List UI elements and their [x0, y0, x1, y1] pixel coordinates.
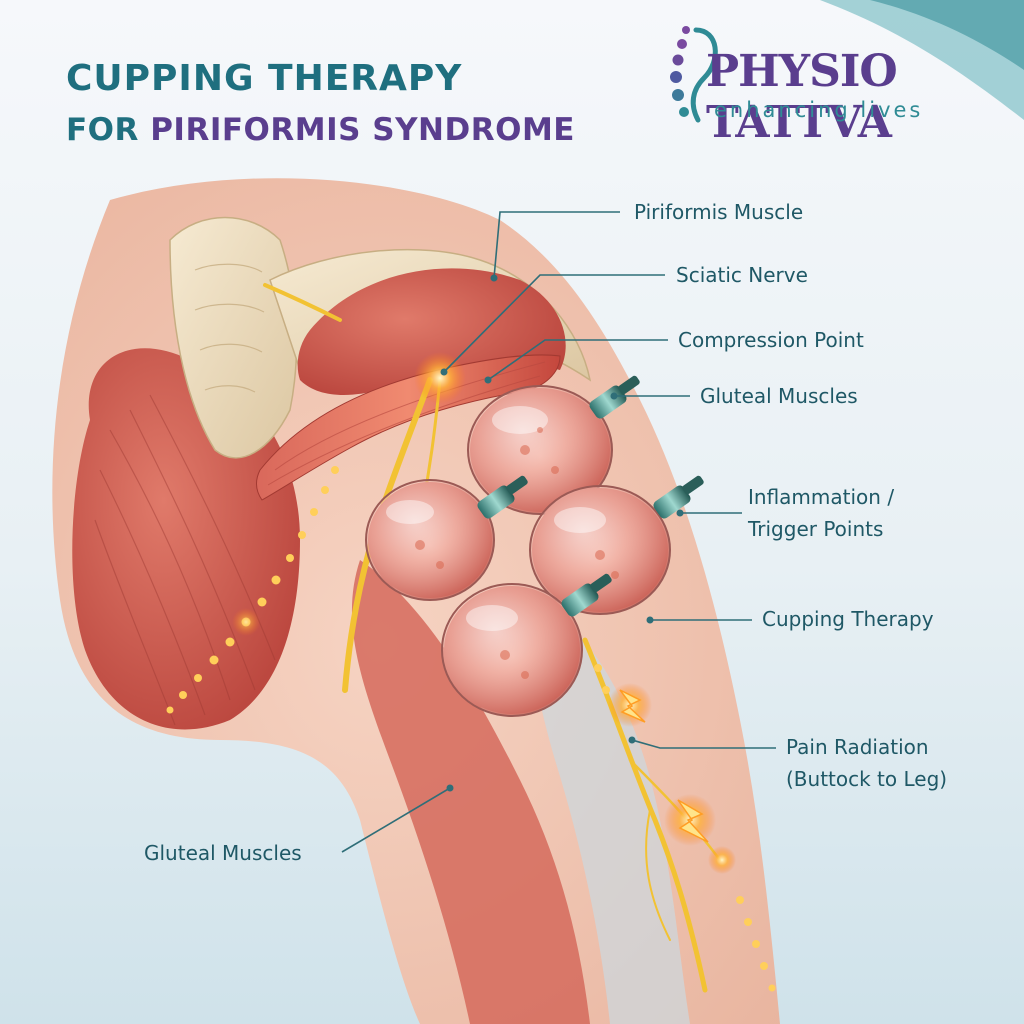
label-gluteal-muscles-right: Gluteal Muscles [700, 384, 858, 408]
label-piriformis-muscle: Piriformis Muscle [634, 200, 804, 224]
label-gluteal-muscles-left: Gluteal Muscles [144, 841, 302, 865]
label-compression-point: Compression Point [678, 328, 864, 352]
pelvis-bone [169, 216, 298, 459]
label-cupping-therapy: Cupping Therapy [762, 607, 934, 631]
label-inflammation-line2: Trigger Points [748, 517, 884, 541]
label-sciatic-nerve: Sciatic Nerve [676, 263, 808, 287]
label-pain-radiation-line1: Pain Radiation [786, 735, 929, 759]
pain-spark-icon [608, 683, 736, 874]
thigh-muscle [351, 560, 590, 1024]
title-line1: CUPPING THERAPY [66, 58, 463, 99]
logo-tagline: enhancing lives [714, 98, 924, 122]
logo-spine-icon [670, 26, 718, 123]
compression-glow [414, 352, 466, 404]
pain-radiation-dots-right [594, 664, 776, 992]
it-band [532, 600, 690, 1024]
logo-name: PHYSIO TATTVA [706, 46, 898, 148]
title-line2: FOR PIRIFORMIS SYNDROME [66, 112, 575, 148]
cup-icon [365, 475, 528, 601]
leader-lines [341, 211, 776, 853]
title-line2-main: PIRIFORMIS SYNDROME [150, 112, 575, 148]
title-line2-prefix: FOR [66, 112, 139, 148]
label-inflammation-line1: Inflammation / [748, 485, 895, 509]
cup-icon [441, 573, 612, 717]
cup-icon [467, 375, 640, 515]
label-pain-radiation-line2: (Buttock to Leg) [786, 767, 948, 791]
